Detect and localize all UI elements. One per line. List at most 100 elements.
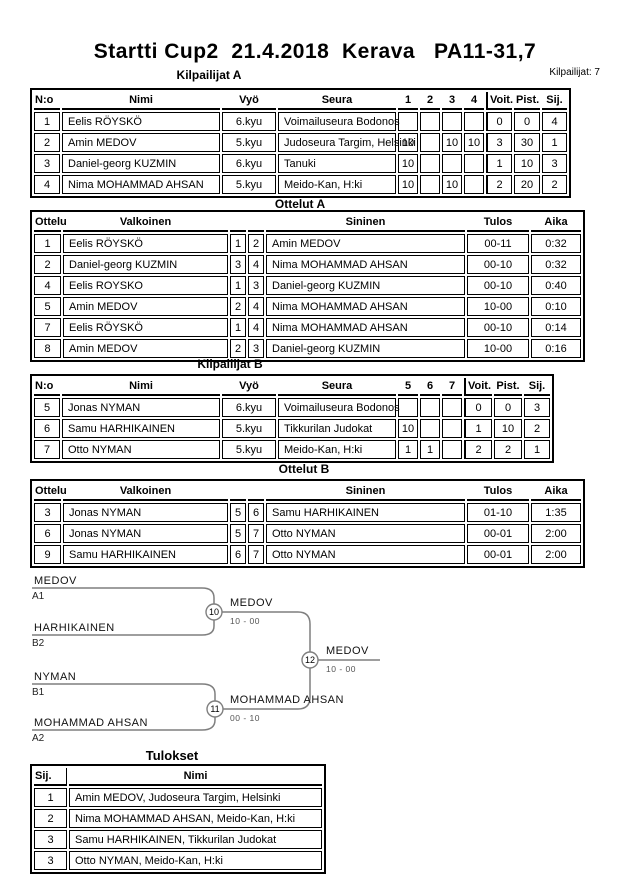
cell: 0:16 <box>531 339 581 358</box>
cell: Amin MEDOV <box>63 297 228 316</box>
cell: 4 <box>248 255 264 274</box>
cell: Jonas NYMAN <box>63 524 228 543</box>
cell: 10 <box>494 419 522 438</box>
bracket-line-slot-a2 <box>32 717 216 731</box>
cell: Amin MEDOV <box>62 133 220 152</box>
ottelut_a-header-Sininen: Sininen <box>266 214 465 232</box>
cell: Nima MOHAMMAD AHSAN <box>62 175 220 194</box>
section-title-tulokset: Tulokset <box>145 748 199 763</box>
tulokset-header-Nimi: Nimi <box>69 768 322 786</box>
cell: Otto NYMAN <box>266 545 465 564</box>
cell: 2 <box>230 297 246 316</box>
cell: 5.kyu <box>222 133 276 152</box>
competitors-count-label: Kilpailijat: 7 <box>549 67 600 78</box>
match-circle-11 <box>206 700 224 718</box>
cell: 10 <box>514 154 540 173</box>
cell: Nima MOHAMMAD AHSAN <box>266 297 465 316</box>
match-score: 10 - 00 <box>326 664 356 674</box>
cell: 10-00 <box>467 339 529 358</box>
cell: 2 <box>524 419 550 438</box>
cell: 10 <box>398 154 418 173</box>
cell: 0 <box>514 112 540 131</box>
cell: 00-01 <box>467 545 529 564</box>
cell: 7 <box>248 545 264 564</box>
bracket-slot-seed: A2 <box>32 733 45 744</box>
cell: 6 <box>34 419 60 438</box>
cell: 3 <box>34 851 67 870</box>
cell: 3 <box>34 503 61 522</box>
kilpailijat_b-header-5: 5 <box>398 378 418 396</box>
ottelut_b-header-col2 <box>230 483 246 501</box>
cell <box>464 175 484 194</box>
kilpailijat_a-header-2: 2 <box>420 92 440 110</box>
cell: Nima MOHAMMAD AHSAN <box>266 318 465 337</box>
bracket-slot-name: MOHAMMAD AHSAN <box>34 717 148 729</box>
cell: 30 <box>514 133 540 152</box>
cell: 00-10 <box>467 318 529 337</box>
kilpailijat_a-header-3: 3 <box>442 92 462 110</box>
cell: 6.kyu <box>222 154 276 173</box>
cell: 1 <box>34 788 67 807</box>
cell: 2 <box>464 440 492 459</box>
cell: 3 <box>486 133 512 152</box>
cell: 0:40 <box>531 276 581 295</box>
cell: 4 <box>34 276 61 295</box>
cell: 3 <box>248 339 264 358</box>
cell <box>420 154 440 173</box>
cell: 00-01 <box>467 524 529 543</box>
match-circle-10 <box>205 603 223 621</box>
cell: 0:10 <box>531 297 581 316</box>
cell: 6 <box>34 524 61 543</box>
cell <box>464 154 484 173</box>
ottelut_b-header-Sininen: Sininen <box>266 483 465 501</box>
cell: 4 <box>248 297 264 316</box>
match-score: 10 - 00 <box>230 616 260 626</box>
kilpailijat_a-header-Seura: Seura <box>278 92 396 110</box>
bracket-diagram: 10 11 12 MEDOV A1 HARHIKAINEN B2 NYMAN B… <box>32 575 380 744</box>
bracket-line-slot-a1 <box>32 587 215 604</box>
kilpailijat_a-header-4: 4 <box>464 92 484 110</box>
section-title-ottelut-b: Ottelut B <box>278 462 330 476</box>
cell: 10 <box>398 133 418 152</box>
kilpailijat_b-header-7: 7 <box>442 378 462 396</box>
cell: 3 <box>34 830 67 849</box>
ottelut_b-header-Valkoinen: Valkoinen <box>63 483 228 501</box>
cell: 1 <box>230 276 246 295</box>
bracket-slot-name: HARHIKAINEN <box>34 622 115 634</box>
cell: 01-10 <box>467 503 529 522</box>
cell: 1:35 <box>531 503 581 522</box>
cell: 7 <box>248 524 264 543</box>
cell: 0:32 <box>531 255 581 274</box>
cell: 00-10 <box>467 255 529 274</box>
cell: Meido-Kan, H:ki <box>278 440 396 459</box>
cell: 5.kyu <box>222 440 276 459</box>
cell: 3 <box>230 255 246 274</box>
cell: Otto NYMAN <box>266 524 465 543</box>
cell: Eelis RÖYSKÖ <box>63 318 228 337</box>
cell: 0 <box>486 112 512 131</box>
kilpailijat_a-header-1: 1 <box>398 92 418 110</box>
cell <box>442 154 462 173</box>
kilpailijat_a-header-Nimi: Nimi <box>62 92 220 110</box>
cell: Voimailuseura Bodonos <box>278 112 400 131</box>
cell: 2 <box>34 255 61 274</box>
cell: 7 <box>34 440 60 459</box>
cell: 6.kyu <box>222 112 276 131</box>
cell: Meido-Kan, H:ki <box>278 175 396 194</box>
ottelut_a-header-Tulos: Tulos <box>467 214 529 232</box>
kilpailijat_b-header-Sij.: Sij. <box>524 378 550 396</box>
cell: 1 <box>542 133 567 152</box>
